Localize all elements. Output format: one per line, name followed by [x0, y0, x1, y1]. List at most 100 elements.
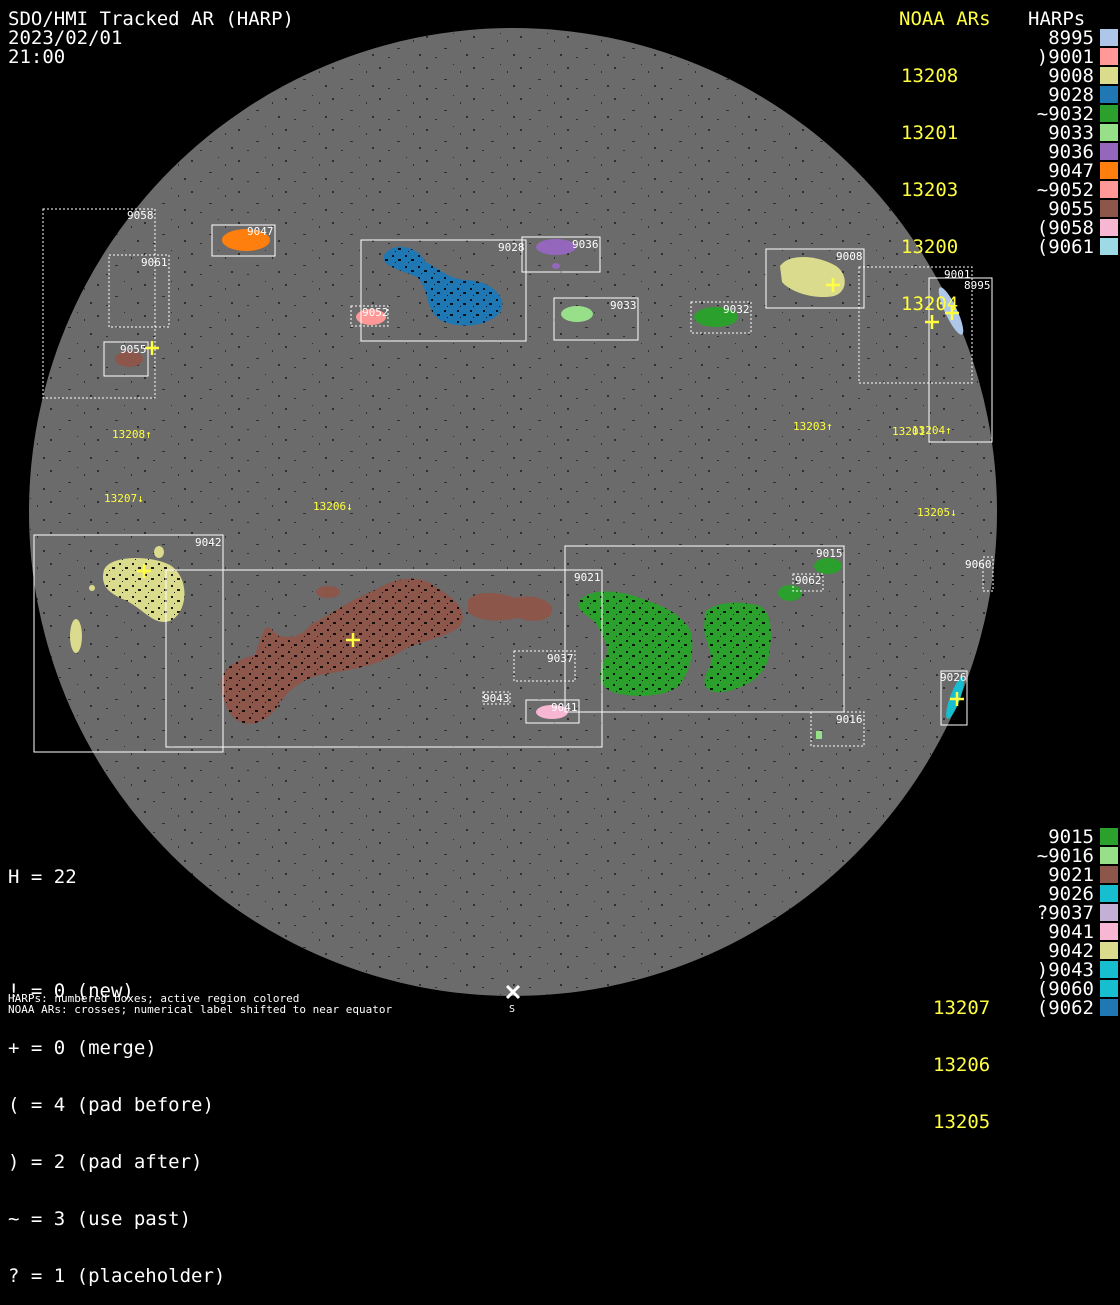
harp-color-swatch [1100, 29, 1118, 46]
harp-box: 9033 [553, 297, 639, 341]
harp-color-swatch [1100, 999, 1118, 1016]
ar-9036 [536, 239, 576, 255]
harp-color-swatch [1100, 200, 1118, 217]
harp-legend-item: ~9016 [1037, 847, 1118, 866]
harp-box-label: 9033 [610, 299, 637, 312]
stats-line: ( = 4 (pad before) [8, 1094, 214, 1116]
stats-block: H = 22 ! = 0 (new) + = 0 (merge) ( = 4 (… [8, 830, 225, 1305]
harp-color-swatch [1100, 143, 1118, 160]
noaa-cross [950, 692, 964, 706]
harp-legend-item: )9001 [1037, 48, 1118, 67]
harp-legend-item: 9026 [1037, 885, 1118, 904]
harp-box-label: 9036 [572, 238, 599, 251]
harps-legend-title: HARPs [1028, 8, 1086, 30]
harp-box: 9055 [103, 341, 149, 377]
header-date: 2023/02/01 [8, 27, 123, 49]
noaa-crosses [137, 278, 964, 706]
harp-legend-item: (9060 [1037, 980, 1118, 999]
harp-legend-label: ?9037 [1036, 902, 1094, 924]
harp-box: 9043 [482, 691, 511, 705]
harp-box: 9052 [350, 305, 389, 327]
ar-9041 [536, 705, 568, 719]
harp-color-swatch [1100, 86, 1118, 103]
harp-box-label: 9015 [816, 547, 843, 560]
harp-legend-label: 9015 [1048, 826, 1094, 848]
harp-box: 9008 [765, 248, 865, 309]
harp-box-label: 9008 [836, 250, 863, 263]
ar-9036-b [552, 263, 560, 269]
footer-line1: HARPs: numbered boxes; active region col… [8, 992, 300, 1005]
close-icon [505, 984, 521, 1000]
noaa-cross [826, 278, 840, 292]
harp-legend-item: (9061 [1037, 238, 1118, 257]
noaa-labels: 13208↑ 13207↓ 13206↓ 13203↑ 13201 13204↑… [104, 420, 957, 519]
stats-line: + = 0 (merge) [8, 1037, 157, 1059]
ar-9042-b [70, 619, 82, 653]
harp-legend-label: (9060 [1036, 978, 1094, 1000]
harp-box: 9015 [564, 545, 845, 713]
noaa-legend-top: 13208 13201 13203 13200 13204 [901, 29, 958, 333]
noaa-legend-item: 13207 [933, 997, 991, 1019]
ar-9042-d [89, 585, 95, 591]
harp-box-label: 9026 [940, 671, 967, 684]
harp-box-label: 8995 [964, 279, 991, 292]
ar-9052 [356, 309, 386, 325]
ar-9055 [115, 351, 143, 367]
harp-box-label: 9061 [141, 256, 168, 269]
harp-legend-label: (9061 [1036, 236, 1094, 258]
harp-legend-label: ~9016 [1036, 845, 1094, 867]
harp-color-swatch [1100, 124, 1118, 141]
harp-box-label: 9021 [574, 571, 601, 584]
harp-box: 9041 [525, 699, 580, 724]
noaa-label: 13208↑ [112, 428, 152, 441]
harp-box-label: 9016 [836, 713, 863, 726]
noaa-label: 13204↑ [912, 424, 952, 437]
harp-legend-label: ~9052 [1036, 179, 1094, 201]
harp-box: 9047 [211, 224, 276, 257]
harp-box: 9036 [521, 236, 601, 273]
ar-9062 [778, 585, 802, 601]
harp-color-swatch [1100, 105, 1118, 122]
stats-line: ! = 0 (new) [8, 980, 134, 1002]
ar-9033 [561, 306, 593, 322]
harp-legend-label: 9008 [1048, 65, 1094, 87]
noaa-legend-item: 13203 [901, 179, 959, 201]
harp-color-swatch [1100, 942, 1118, 959]
harp-box-label: 9052 [362, 306, 389, 319]
harp-legend-label: )9043 [1036, 959, 1094, 981]
harp-color-swatch [1100, 238, 1118, 255]
harp-color-swatch [1100, 48, 1118, 65]
harp-color-swatch [1100, 67, 1118, 84]
noaa-cross [346, 633, 360, 647]
harp-legend-item: 9047 [1037, 162, 1118, 181]
noaa-legend-bottom: 13207 13206 13205 [933, 961, 990, 1151]
noaa-legend-item: 13208 [901, 65, 959, 87]
noaa-label: 13203↑ [793, 420, 833, 433]
stats-line: ~ = 3 (use past) [8, 1208, 192, 1230]
ar-9021-b [468, 593, 553, 621]
harp-legend-item: (9062 [1037, 999, 1118, 1018]
harp-box-label: 9037 [547, 652, 574, 665]
harp-legend-item: 9015 [1037, 828, 1118, 847]
harp-legend-label: 9047 [1048, 160, 1094, 182]
south-label: S [509, 1004, 515, 1015]
noaa-label: 13205↓ [917, 506, 957, 519]
harp-box: 9061 [108, 254, 170, 328]
harp-legend-label: 9021 [1048, 864, 1094, 886]
stats-line [8, 925, 225, 944]
harp-legend-label: 9033 [1048, 122, 1094, 144]
ar-9016 [816, 731, 822, 739]
harp-legend-item: (9058 [1037, 219, 1118, 238]
noaa-legend-item: 13204 [901, 293, 959, 315]
harp-legend-item: 9008 [1037, 67, 1118, 86]
harp-legend-label: 9026 [1048, 883, 1094, 905]
harp-box-label: 9055 [120, 343, 147, 356]
harp-legend-label: 8995 [1048, 27, 1094, 49]
harp-legend-item: ~9032 [1037, 105, 1118, 124]
ar-9015-c [814, 558, 842, 574]
harp-color-swatch [1100, 162, 1118, 179]
harp-boxes: 9058 9061 9055 9047 9028 9052 9036 9033 … [33, 208, 994, 753]
harp-color-swatch [1100, 980, 1118, 997]
ar-9032 [694, 307, 738, 327]
